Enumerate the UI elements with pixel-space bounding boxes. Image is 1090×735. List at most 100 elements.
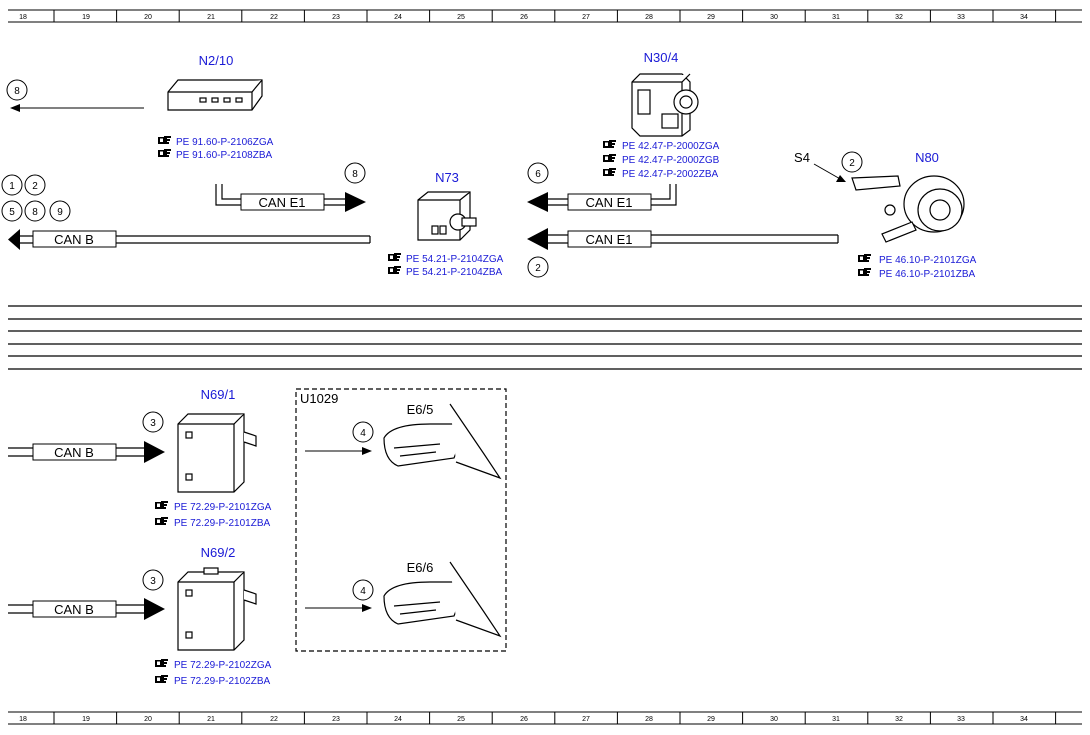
svg-text:8: 8 <box>32 207 38 218</box>
ruler-bottom-label: 24 <box>394 716 402 723</box>
svg-text:4: 4 <box>360 586 366 597</box>
ruler-top-label: 23 <box>332 14 340 21</box>
can-e1-bus-left[interactable]: CAN E1 <box>215 184 366 212</box>
reference-link[interactable]: PE 42.47-P-2000ZGA <box>622 141 720 152</box>
component-n80[interactable]: N80 PE 46.10-P-2101ZGA PE 46.10-P-2101ZB… <box>851 150 977 280</box>
component-n69-2[interactable]: N69/2 PE 72.29-P-2102ZGA PE 72.29-P-2102… <box>155 545 272 687</box>
svg-text:2: 2 <box>32 181 38 192</box>
ruler-top-label: 30 <box>770 14 778 21</box>
reference-link[interactable]: PE 72.29-P-2101ZBA <box>174 518 270 529</box>
reference-link[interactable]: PE 72.29-P-2101ZGA <box>174 502 272 513</box>
reference-link[interactable]: PE 54.21-P-2104ZGA <box>406 254 504 265</box>
svg-text:3: 3 <box>150 576 156 587</box>
ruler-top-label: 34 <box>1020 14 1028 21</box>
reference-link[interactable]: PE 91.60-P-2106ZGA <box>176 137 274 148</box>
reference-link[interactable]: PE 42.47-P-2000ZGB <box>622 155 720 166</box>
reference-link[interactable]: PE 54.21-P-2104ZBA <box>406 267 502 278</box>
ruler-bottom-label: 29 <box>707 716 715 723</box>
ruler-top-label: 28 <box>645 14 653 21</box>
reference-link[interactable]: PE 72.29-P-2102ZGA <box>174 660 272 671</box>
door-module-icon <box>177 413 257 493</box>
ruler-bottom-label: 23 <box>332 716 340 723</box>
hand-pointer-icon <box>603 168 616 176</box>
svg-text:6: 6 <box>535 169 541 180</box>
ruler-top-label: 22 <box>270 14 278 21</box>
hand-pointer-icon <box>155 501 168 509</box>
ruler-bottom-label: 19 <box>82 716 90 723</box>
ruler-top-label: 25 <box>457 14 465 21</box>
component-n2-10[interactable]: N2/10 PE 91.60-P-2106ZGA PE 91.60-P-2108… <box>158 53 274 161</box>
hand-pointer-icon <box>388 253 401 261</box>
steering-column-module-icon <box>851 175 965 243</box>
svg-text:3: 3 <box>150 418 156 429</box>
component-label: N69/2 <box>201 545 236 560</box>
reference-list: PE 46.10-P-2101ZGA PE 46.10-P-2101ZBA <box>858 254 977 280</box>
ruler-bottom-label: 31 <box>832 716 840 723</box>
can-b-bus-n69-2[interactable]: CAN B <box>8 598 165 620</box>
ruler-bottom-label: 21 <box>207 716 215 723</box>
mirror-icon <box>383 561 502 638</box>
mirror-icon <box>383 403 502 480</box>
can-e1-bus-right-top[interactable]: CAN E1 <box>527 184 677 212</box>
hand-pointer-icon <box>158 149 171 157</box>
ruler-bottom-label: 20 <box>144 716 152 723</box>
hand-pointer-icon <box>155 675 168 683</box>
circle-marker: 6 <box>527 162 549 184</box>
arrow-to-e6-6: 4 <box>305 579 374 612</box>
ruler-top-label: 24 <box>394 14 402 21</box>
hand-pointer-icon <box>155 517 168 525</box>
circle-marker: 8 <box>344 162 366 184</box>
ruler-top-label: 31 <box>832 14 840 21</box>
can-b-bus-left[interactable]: CAN B <box>8 229 371 250</box>
circle-marker: 1 <box>1 174 23 196</box>
reference-link[interactable]: PE 72.29-P-2102ZBA <box>174 676 270 687</box>
component-n69-1[interactable]: N69/1 PE 72.29-P-2101ZGA PE 72.29-P-2101… <box>155 387 272 529</box>
group-u1029[interactable]: U1029 <box>295 388 507 652</box>
ruler-bottom-label: 26 <box>520 716 528 723</box>
reference-list: PE 72.29-P-2102ZGA PE 72.29-P-2102ZBA <box>155 659 272 687</box>
control-unit-icon <box>167 79 263 111</box>
circle-marker: 2 <box>841 151 863 173</box>
component-label: N73 <box>435 170 459 185</box>
section-separator-lines <box>8 305 1082 370</box>
circle-marker: 2 <box>24 174 46 196</box>
ruler-bottom-label: 27 <box>582 716 590 723</box>
ruler-top-label: 32 <box>895 14 903 21</box>
reference-link[interactable]: PE 46.10-P-2101ZBA <box>879 269 975 280</box>
ruler-top-label: 33 <box>957 14 965 21</box>
ruler-bottom-label: 32 <box>895 716 903 723</box>
reference-list: PE 42.47-P-2000ZGA PE 42.47-P-2000ZGB PE… <box>603 140 720 180</box>
component-n30-4[interactable]: N30/4 PE 42.47-P-2000ZGA PE 42.47-P-2000… <box>603 50 720 180</box>
svg-text:8: 8 <box>352 169 358 180</box>
component-label: S4 <box>794 150 810 165</box>
component-label: E6/5 <box>407 402 434 417</box>
ruler-top-label: 18 <box>19 14 27 21</box>
door-module-icon <box>177 567 257 651</box>
reference-link[interactable]: PE 46.10-P-2101ZGA <box>879 255 977 266</box>
component-label: N2/10 <box>199 53 234 68</box>
hand-pointer-icon <box>858 254 871 262</box>
circle-marker: 8 <box>24 200 46 222</box>
abs-unit-icon <box>631 73 699 137</box>
svg-text:5: 5 <box>9 207 15 218</box>
circle-marker: 9 <box>49 200 71 222</box>
hand-pointer-icon <box>155 659 168 667</box>
svg-text:9: 9 <box>57 207 63 218</box>
can-b-bus-n69-1[interactable]: CAN B <box>8 441 165 463</box>
svg-text:2: 2 <box>849 158 855 169</box>
ruler-bottom-label: 18 <box>19 716 27 723</box>
component-n73[interactable]: N73 PE 54.21-P-2104ZGA PE 54.21-P-2104ZB… <box>388 170 504 278</box>
bus-label: CAN B <box>54 445 94 460</box>
circle-marker: 5 <box>1 200 23 222</box>
component-e6-5[interactable]: E6/5 <box>383 402 502 480</box>
component-s4[interactable]: S4 2 <box>794 150 863 182</box>
bus-label: CAN B <box>54 602 94 617</box>
hand-pointer-icon <box>158 136 171 144</box>
component-e6-6[interactable]: E6/6 <box>383 560 502 638</box>
can-e1-bus-right-bottom[interactable]: CAN E1 <box>527 228 839 250</box>
svg-text:4: 4 <box>360 428 366 439</box>
reference-link[interactable]: PE 91.60-P-2108ZBA <box>176 150 272 161</box>
reference-link[interactable]: PE 42.47-P-2002ZBA <box>622 169 718 180</box>
circle-marker: 2 <box>527 256 549 278</box>
